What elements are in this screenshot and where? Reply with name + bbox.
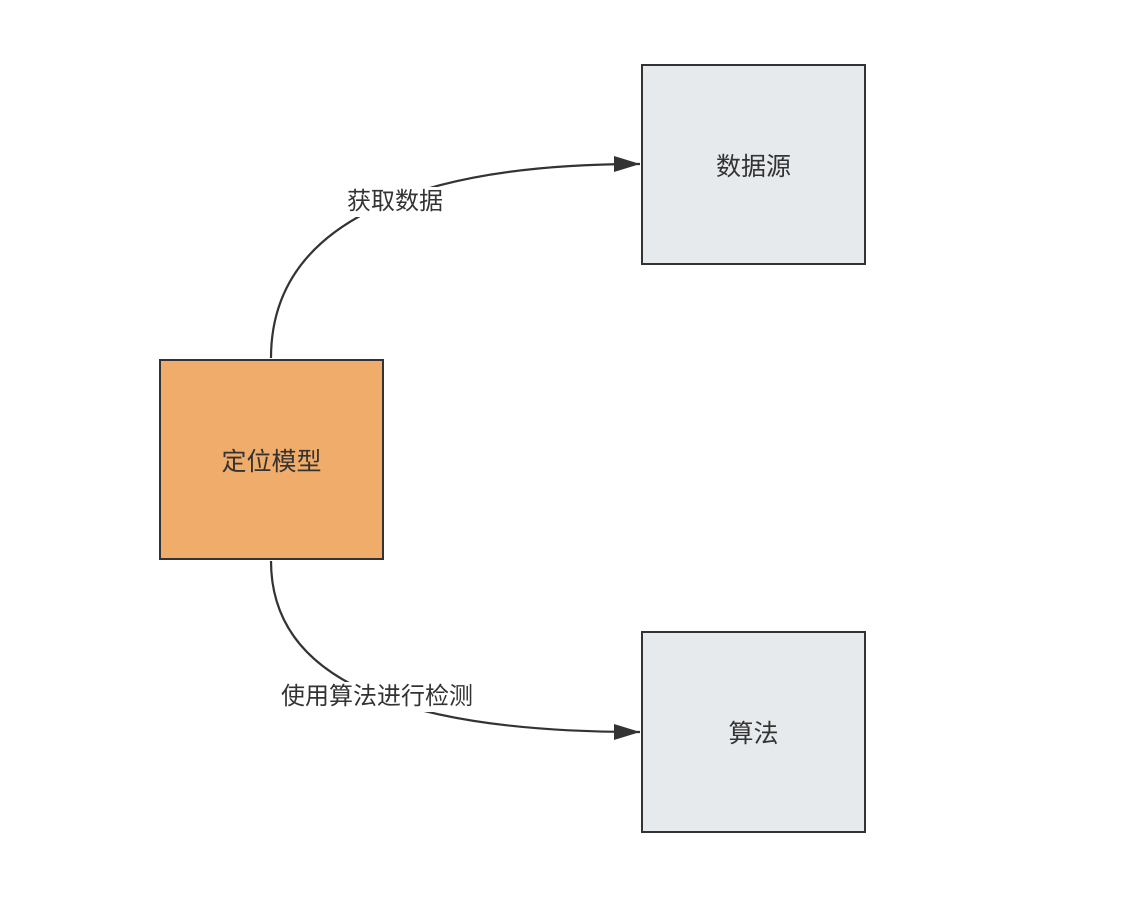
node-model[interactable]: 定位模型 bbox=[159, 359, 384, 560]
node-datasource[interactable]: 数据源 bbox=[641, 64, 866, 265]
edge-fetch-label: 获取数据 bbox=[345, 187, 445, 217]
node-model-label: 定位模型 bbox=[221, 447, 322, 476]
node-algorithm[interactable]: 算法 bbox=[641, 631, 866, 833]
node-datasource-label: 数据源 bbox=[715, 152, 791, 181]
edge-detect-label: 使用算法进行检测 bbox=[279, 682, 475, 712]
edge-fetch-connector bbox=[269, 156, 641, 359]
node-algorithm-label: 算法 bbox=[728, 720, 779, 748]
